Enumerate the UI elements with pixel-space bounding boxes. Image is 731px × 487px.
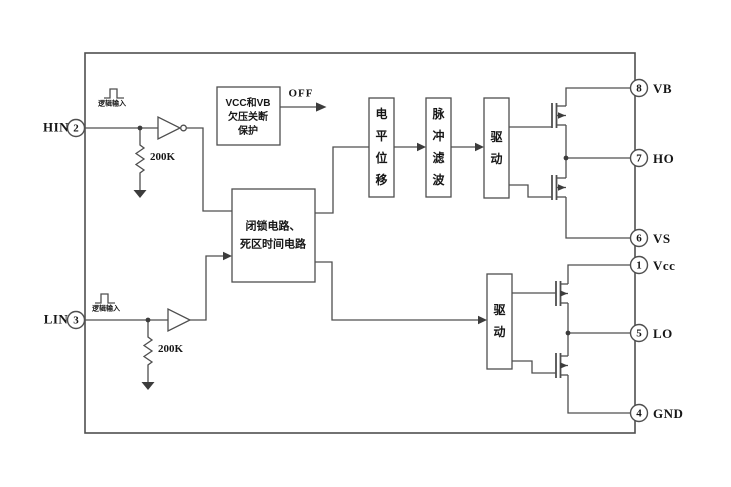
mosfet-low-upper [555, 281, 562, 306]
lin-resistor-value: 200K [158, 343, 184, 355]
mosfet-arrow [558, 184, 566, 191]
mosfet-high-upper [551, 103, 558, 128]
pin-label-hin: HIN [42, 119, 70, 135]
pin-label-lo: LO [653, 326, 673, 341]
high-side-driver-block [483, 97, 552, 199]
pin-label-ho: HO [653, 151, 675, 166]
level-shift-block [368, 97, 417, 198]
uvlo-label-line3: 保护 [238, 126, 258, 137]
pin8-circle [629, 78, 649, 98]
pin1-circle [629, 255, 649, 275]
junction-dot [565, 330, 571, 336]
low-side-driver-block [486, 273, 556, 374]
pin-number-8: 8 [636, 82, 642, 95]
lin-buffer [167, 307, 192, 333]
pin-number-5: 5 [636, 327, 642, 340]
level-shift-label: 电平位移 [375, 107, 388, 187]
latch-input-arrowhead [223, 251, 232, 261]
pin2-circle [66, 118, 86, 138]
ground-icon [133, 190, 147, 198]
pulse-filter-block [425, 97, 476, 198]
mosfet-arrow [560, 362, 568, 369]
hin-pulldown-resistor [134, 128, 146, 190]
lin-input-path [85, 255, 224, 382]
uvlo-label-line1: VCC和VB [225, 98, 271, 109]
junction-dot [145, 317, 151, 323]
pin-number-6: 6 [636, 232, 642, 245]
pin-number-4: 4 [636, 407, 642, 420]
driver-high-arrowhead [475, 142, 484, 152]
pin6-circle [629, 228, 649, 248]
pin-number-1: 1 [636, 259, 642, 272]
lin-pulldown-resistor [142, 320, 154, 382]
uvlo-label-line2: 欠压关断 [228, 112, 268, 123]
pin-label-vs: VS [653, 231, 671, 246]
off-arrowhead [316, 102, 327, 112]
lin-logic-input-label: 逻辑输入 [92, 305, 120, 313]
uvlo-block [216, 86, 317, 146]
high-side-mosfets [551, 87, 631, 239]
hin-resistor-value: 200K [150, 151, 176, 163]
pin4-circle [629, 403, 649, 423]
driver-high-label: 驱动 [490, 130, 503, 166]
hin-inverter-bubble [180, 124, 187, 132]
mosfet-low-lower [555, 353, 562, 378]
pin-label-gnd: GND [653, 406, 684, 421]
pin3-circle [66, 310, 86, 330]
pin-number-7: 7 [636, 152, 642, 165]
pin-label-vcc: Vcc [653, 258, 676, 273]
ground-icon [141, 382, 155, 390]
driver-low-label: 驱动 [493, 303, 506, 339]
pin-number-3: 3 [73, 314, 79, 327]
mosfet-high-lower [551, 175, 558, 200]
hin-input-path [85, 88, 232, 212]
driver-low-arrowhead [478, 315, 487, 325]
hin-logic-input-label: 逻辑输入 [98, 100, 126, 108]
pin5-circle [629, 323, 649, 343]
lin-pulse-icon [95, 293, 115, 304]
mosfet-arrow [560, 290, 568, 297]
junction-dot [137, 125, 143, 131]
latch-label-line1: 闭锁电路、 [245, 220, 301, 233]
off-label: OFF [288, 87, 314, 100]
pin-label-lin: LIN [43, 311, 69, 327]
pin7-circle [629, 148, 649, 168]
hin-inverter [157, 115, 182, 141]
hin-pulse-icon [104, 88, 124, 99]
mosfet-arrow [558, 112, 566, 119]
latch-deadtime-block [231, 146, 479, 321]
low-side-mosfets [555, 264, 631, 414]
junction-dot [563, 155, 569, 161]
pulse-filter-arrowhead [417, 142, 426, 152]
pulse-filter-label: 脉冲滤波 [432, 107, 445, 187]
latch-label-line2: 死区时间电路 [240, 238, 306, 251]
pin-label-vb: VB [653, 81, 673, 96]
pin-number-2: 2 [73, 122, 79, 135]
